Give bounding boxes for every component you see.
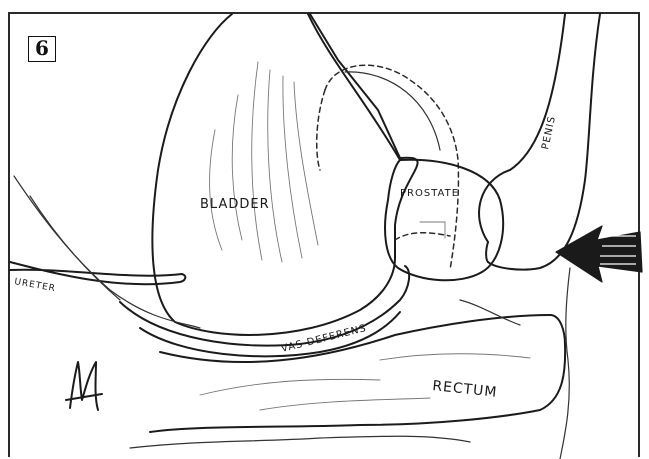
ureter: [10, 176, 200, 328]
prostate: [385, 160, 503, 281]
label-prostate: PROSTATE: [400, 188, 459, 199]
vas-deferens: [120, 266, 409, 356]
rectum: [130, 268, 570, 459]
label-vas-deferens: VAS DEFERENS: [280, 323, 368, 355]
seminal-vesicle: [317, 65, 459, 270]
bladder: [152, 14, 417, 335]
signature: [66, 362, 102, 410]
label-ureter: URETER: [13, 277, 56, 294]
penis: [479, 14, 600, 270]
label-rectum: RECTUM: [432, 378, 499, 401]
bladder-neck-line: [308, 14, 400, 160]
label-bladder: BLADDER: [200, 197, 270, 212]
